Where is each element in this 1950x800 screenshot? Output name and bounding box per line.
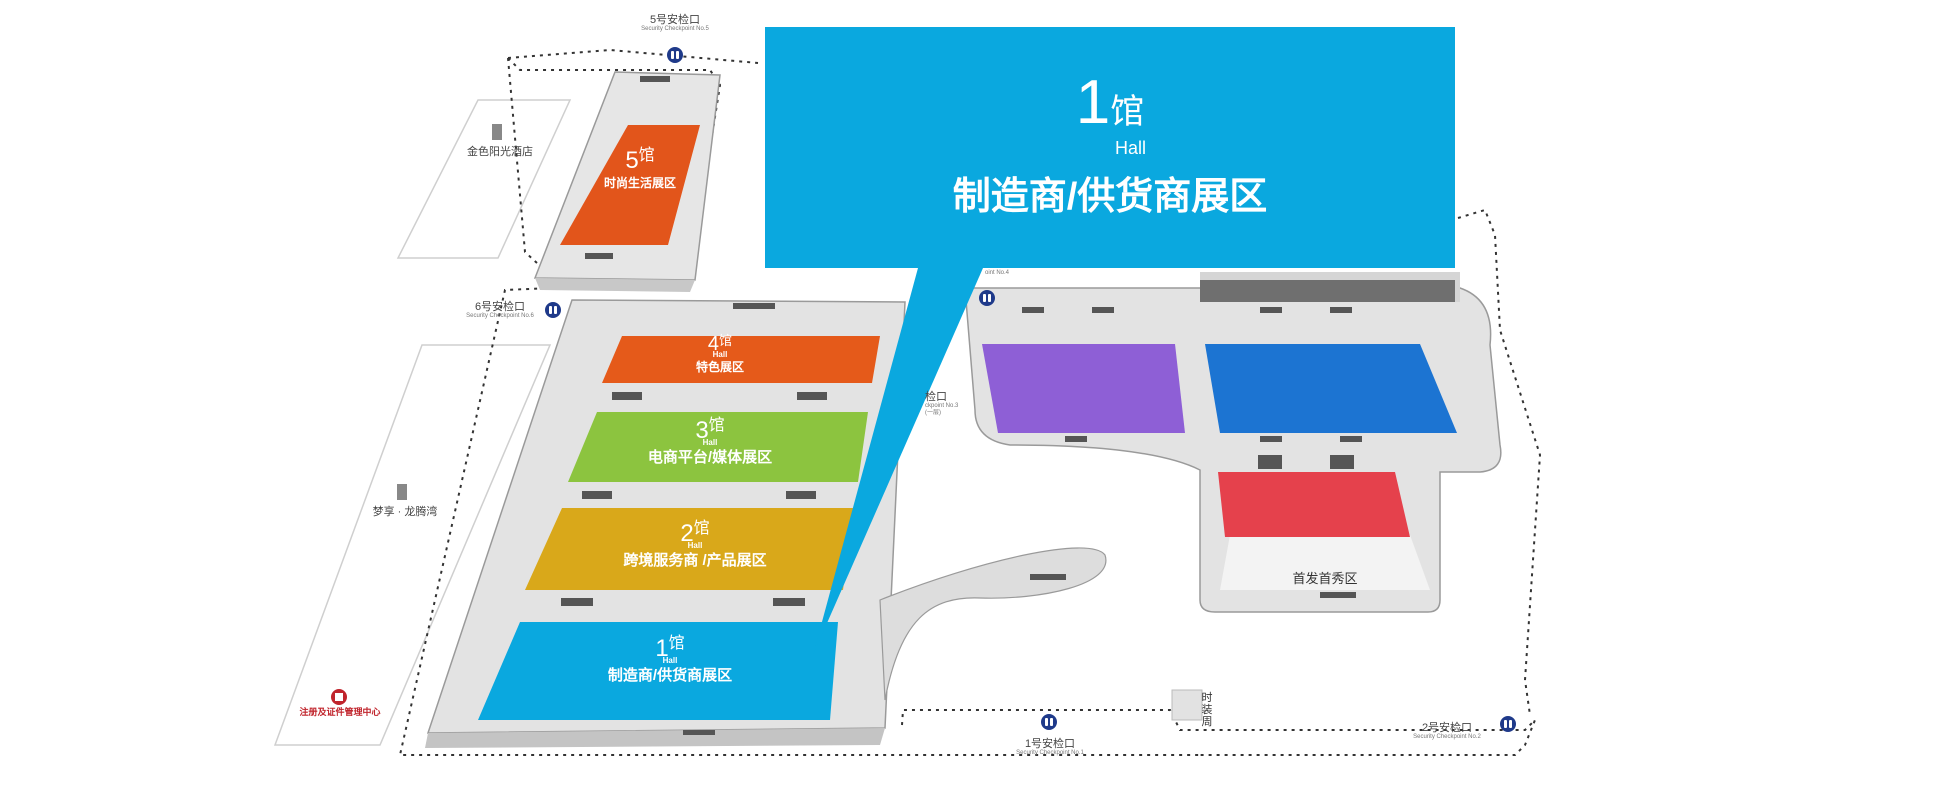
red-hall-floor xyxy=(1218,472,1410,537)
registration-label: 注册及证件管理中心 xyxy=(299,707,381,717)
callout-hall-number: 1 xyxy=(1075,68,1111,137)
hall2-zone: 跨境服务商 /产品展区 xyxy=(623,551,767,569)
venue-boundary-north xyxy=(507,48,759,64)
hotel-label: 金色阳光酒店 xyxy=(467,146,533,158)
checkpoint-6-en: Security Checkpoint No.6 xyxy=(466,313,534,320)
hall5-number: 5 xyxy=(625,147,639,174)
blue-hall-floor xyxy=(1205,344,1457,433)
checkpoint-3-cn: 检口 xyxy=(925,391,947,403)
checkpoint-1-icon[interactable] xyxy=(1041,714,1057,730)
checkpoint-1-en: Security Checkpoint No.1 xyxy=(1016,750,1084,757)
checkpoint-6-cn: 6号安检口 xyxy=(474,301,526,313)
checkpoint-4-label: oint No.4 xyxy=(985,270,1045,277)
callout-title: 1馆 xyxy=(765,72,1455,134)
hall2-en: Hall xyxy=(687,541,703,551)
hotel-icon xyxy=(492,124,502,140)
checkpoint-2-en: Security Checkpoint No.2 xyxy=(1413,734,1481,741)
checkpoint-5-icon[interactable] xyxy=(667,47,683,63)
venue-boundary-south xyxy=(901,709,1536,756)
venue-boundary-east xyxy=(1457,208,1542,716)
hotel-building-outline xyxy=(396,99,572,259)
hall5-zone: 时尚生活展区 xyxy=(603,176,676,191)
hall4-zone: 特色展区 xyxy=(695,360,744,375)
corridor-label: 时装周 xyxy=(1201,692,1213,729)
checkpoint-2-label: 2号安检口 Security Checkpoint No.2 xyxy=(1397,722,1497,741)
checkpoint-6-icon[interactable] xyxy=(545,302,561,318)
hall3-number: 3 xyxy=(695,417,709,444)
hall1-en: Hall xyxy=(662,656,678,666)
hall1-zone: 制造商/供货商展区 xyxy=(607,666,733,684)
venue-boundary-north-west xyxy=(507,57,538,264)
hall3-en: Hall xyxy=(702,438,718,448)
hall2-floor xyxy=(525,508,853,590)
callout-hall-en: Hall xyxy=(1115,138,1147,158)
hall3-label[interactable]: 3馆 Hall 电商平台/媒体展区 xyxy=(620,417,800,466)
hall4-cn: 馆 xyxy=(719,333,733,348)
hall5-floor xyxy=(560,125,700,245)
hall1-cn: 馆 xyxy=(668,635,685,652)
checkpoint-5-cn: 5号安检口 xyxy=(649,14,701,26)
debut-zone-label: 首发首秀区 xyxy=(1292,571,1358,586)
callout-hall-cn: 馆 xyxy=(1110,93,1145,131)
entrance-markers xyxy=(561,76,1362,735)
checkpoint-6-label: 6号安检口 Security Checkpoint No.6 xyxy=(450,301,550,320)
checkpoint-4-en: oint No.4 xyxy=(985,270,1010,276)
checkpoint-4-icon[interactable] xyxy=(979,290,995,306)
hall2-number: 2 xyxy=(680,520,694,547)
corridor-block xyxy=(1171,689,1203,721)
hall4-en: Hall xyxy=(712,350,728,359)
west-building-base xyxy=(425,728,885,748)
hall1-callout-box xyxy=(765,27,1455,268)
hall5-label[interactable]: 5馆 时尚生活展区 xyxy=(585,147,695,191)
east-building-roof xyxy=(1200,280,1455,302)
hall5-building-side xyxy=(535,278,695,292)
hall4-label[interactable]: 4馆 Hall 特色展区 xyxy=(660,334,780,374)
checkpoint-2-cn: 2号安检口 xyxy=(1421,722,1473,734)
central-walkway xyxy=(879,547,1107,701)
registration-icon-inner xyxy=(335,693,343,701)
hall3-zone: 电商平台/媒体展区 xyxy=(647,448,773,466)
checkpoint-1-label: 1号安检口 Security Checkpoint No.1 xyxy=(1000,738,1100,757)
hall4-floor xyxy=(602,336,880,383)
callout-pointer xyxy=(813,268,983,655)
purple-hall-floor xyxy=(982,344,1185,433)
hall2-label[interactable]: 2馆 Hall 跨境服务商 /产品展区 xyxy=(595,520,795,569)
dream-label: 梦享 · 龙腾湾 xyxy=(372,506,438,518)
checkpoint-3-en: ckpoint No.3 xyxy=(925,403,959,410)
hall2-cn: 馆 xyxy=(693,520,710,537)
hall5-cn: 馆 xyxy=(638,147,655,164)
callout-zone: 制造商/供货商展区 xyxy=(952,176,1268,218)
dream-building-outline xyxy=(273,344,552,746)
debut-zone-floor xyxy=(1220,535,1430,590)
checkpoint-5-label: 5号安检口 Security Checkpoint No.5 xyxy=(625,14,725,33)
checkpoint-2-icon[interactable] xyxy=(1500,716,1516,732)
checkpoint-3-label: 检口 ckpoint No.3 (一层) xyxy=(925,391,995,416)
checkpoint-5-en: Security Checkpoint No.5 xyxy=(641,26,709,33)
hall3-floor xyxy=(568,412,868,482)
checkpoint-1-cn: 1号安检口 xyxy=(1024,738,1076,750)
dream-icon xyxy=(397,484,407,500)
hall1-label[interactable]: 1馆 Hall 制造商/供货商展区 xyxy=(580,635,760,684)
hall1-number: 1 xyxy=(655,635,669,662)
hall1-floor xyxy=(478,622,838,720)
hall4-number: 4 xyxy=(707,333,720,355)
checkpoint-3-extra: (一层) xyxy=(925,409,941,416)
hall3-cn: 馆 xyxy=(708,417,725,434)
